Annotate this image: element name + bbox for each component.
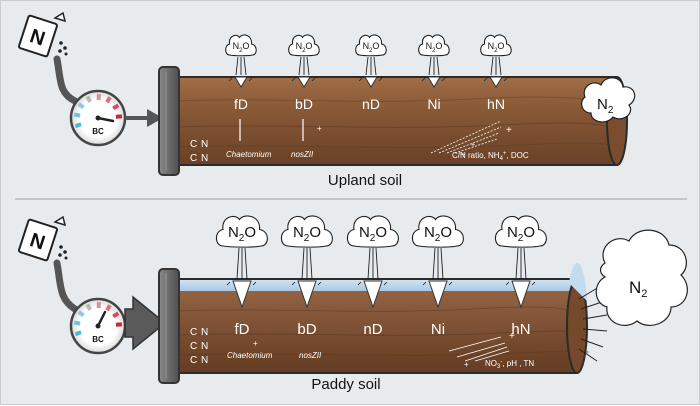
svg-text:C: C <box>190 341 197 352</box>
gene-noszii: nosZII <box>291 150 314 159</box>
feed-pipe-2 <box>57 263 75 309</box>
paddy-title: Paddy soil <box>311 376 380 393</box>
svg-text:+: + <box>506 125 512 136</box>
input-arrow-small <box>125 109 163 127</box>
cn-n-label-2: N <box>201 153 208 164</box>
gauge-label-bc-2: BC <box>92 335 104 344</box>
upland-title: Upland soil <box>328 172 402 189</box>
process-label: fD <box>234 96 248 112</box>
svg-text:+: + <box>253 339 258 348</box>
gene-chaetomium-2: Chaetomium <box>227 351 273 360</box>
process-label: hN <box>487 96 505 112</box>
svg-text:+: + <box>509 331 515 342</box>
process-label: nD <box>363 321 382 338</box>
paddy-n2-cloud: N2 <box>596 230 687 325</box>
gauge-label-bc: BC <box>92 127 104 136</box>
process-label: bD <box>297 321 316 338</box>
svg-text:+: + <box>471 142 475 149</box>
cn-c-label-2: C <box>190 153 197 164</box>
paddy-column-cap <box>159 269 179 383</box>
biochar-gauge-icon: BC <box>71 91 125 145</box>
upland-panel: N BC <box>18 13 634 189</box>
paddy-panel: N BC <box>18 216 687 393</box>
gene-chaetomium: Chaetomium <box>226 150 272 159</box>
svg-text:+: + <box>317 124 322 133</box>
svg-text:C: C <box>190 355 197 366</box>
feed-pipe <box>57 59 75 101</box>
nitrogen-fertilizer-bag-icon-2: N <box>18 217 67 261</box>
gene-noszii-2: nosZII <box>299 351 322 360</box>
process-label: bD <box>295 96 313 112</box>
process-label: Ni <box>431 321 445 338</box>
svg-text:N: N <box>201 355 208 366</box>
nitrogen-fertilizer-bag-icon: N <box>18 13 67 57</box>
svg-text:+: + <box>464 360 469 369</box>
svg-text:N: N <box>201 327 208 338</box>
process-label: nD <box>362 96 380 112</box>
svg-text:C: C <box>190 327 197 338</box>
cn-c-label: C <box>190 139 197 150</box>
upland-column-cap <box>159 67 179 175</box>
svg-text:N: N <box>201 341 208 352</box>
process-label: fD <box>235 321 250 338</box>
cn-n-label: N <box>201 139 208 150</box>
process-label: Ni <box>427 96 440 112</box>
biochar-gauge-icon-2: BC <box>71 299 125 353</box>
